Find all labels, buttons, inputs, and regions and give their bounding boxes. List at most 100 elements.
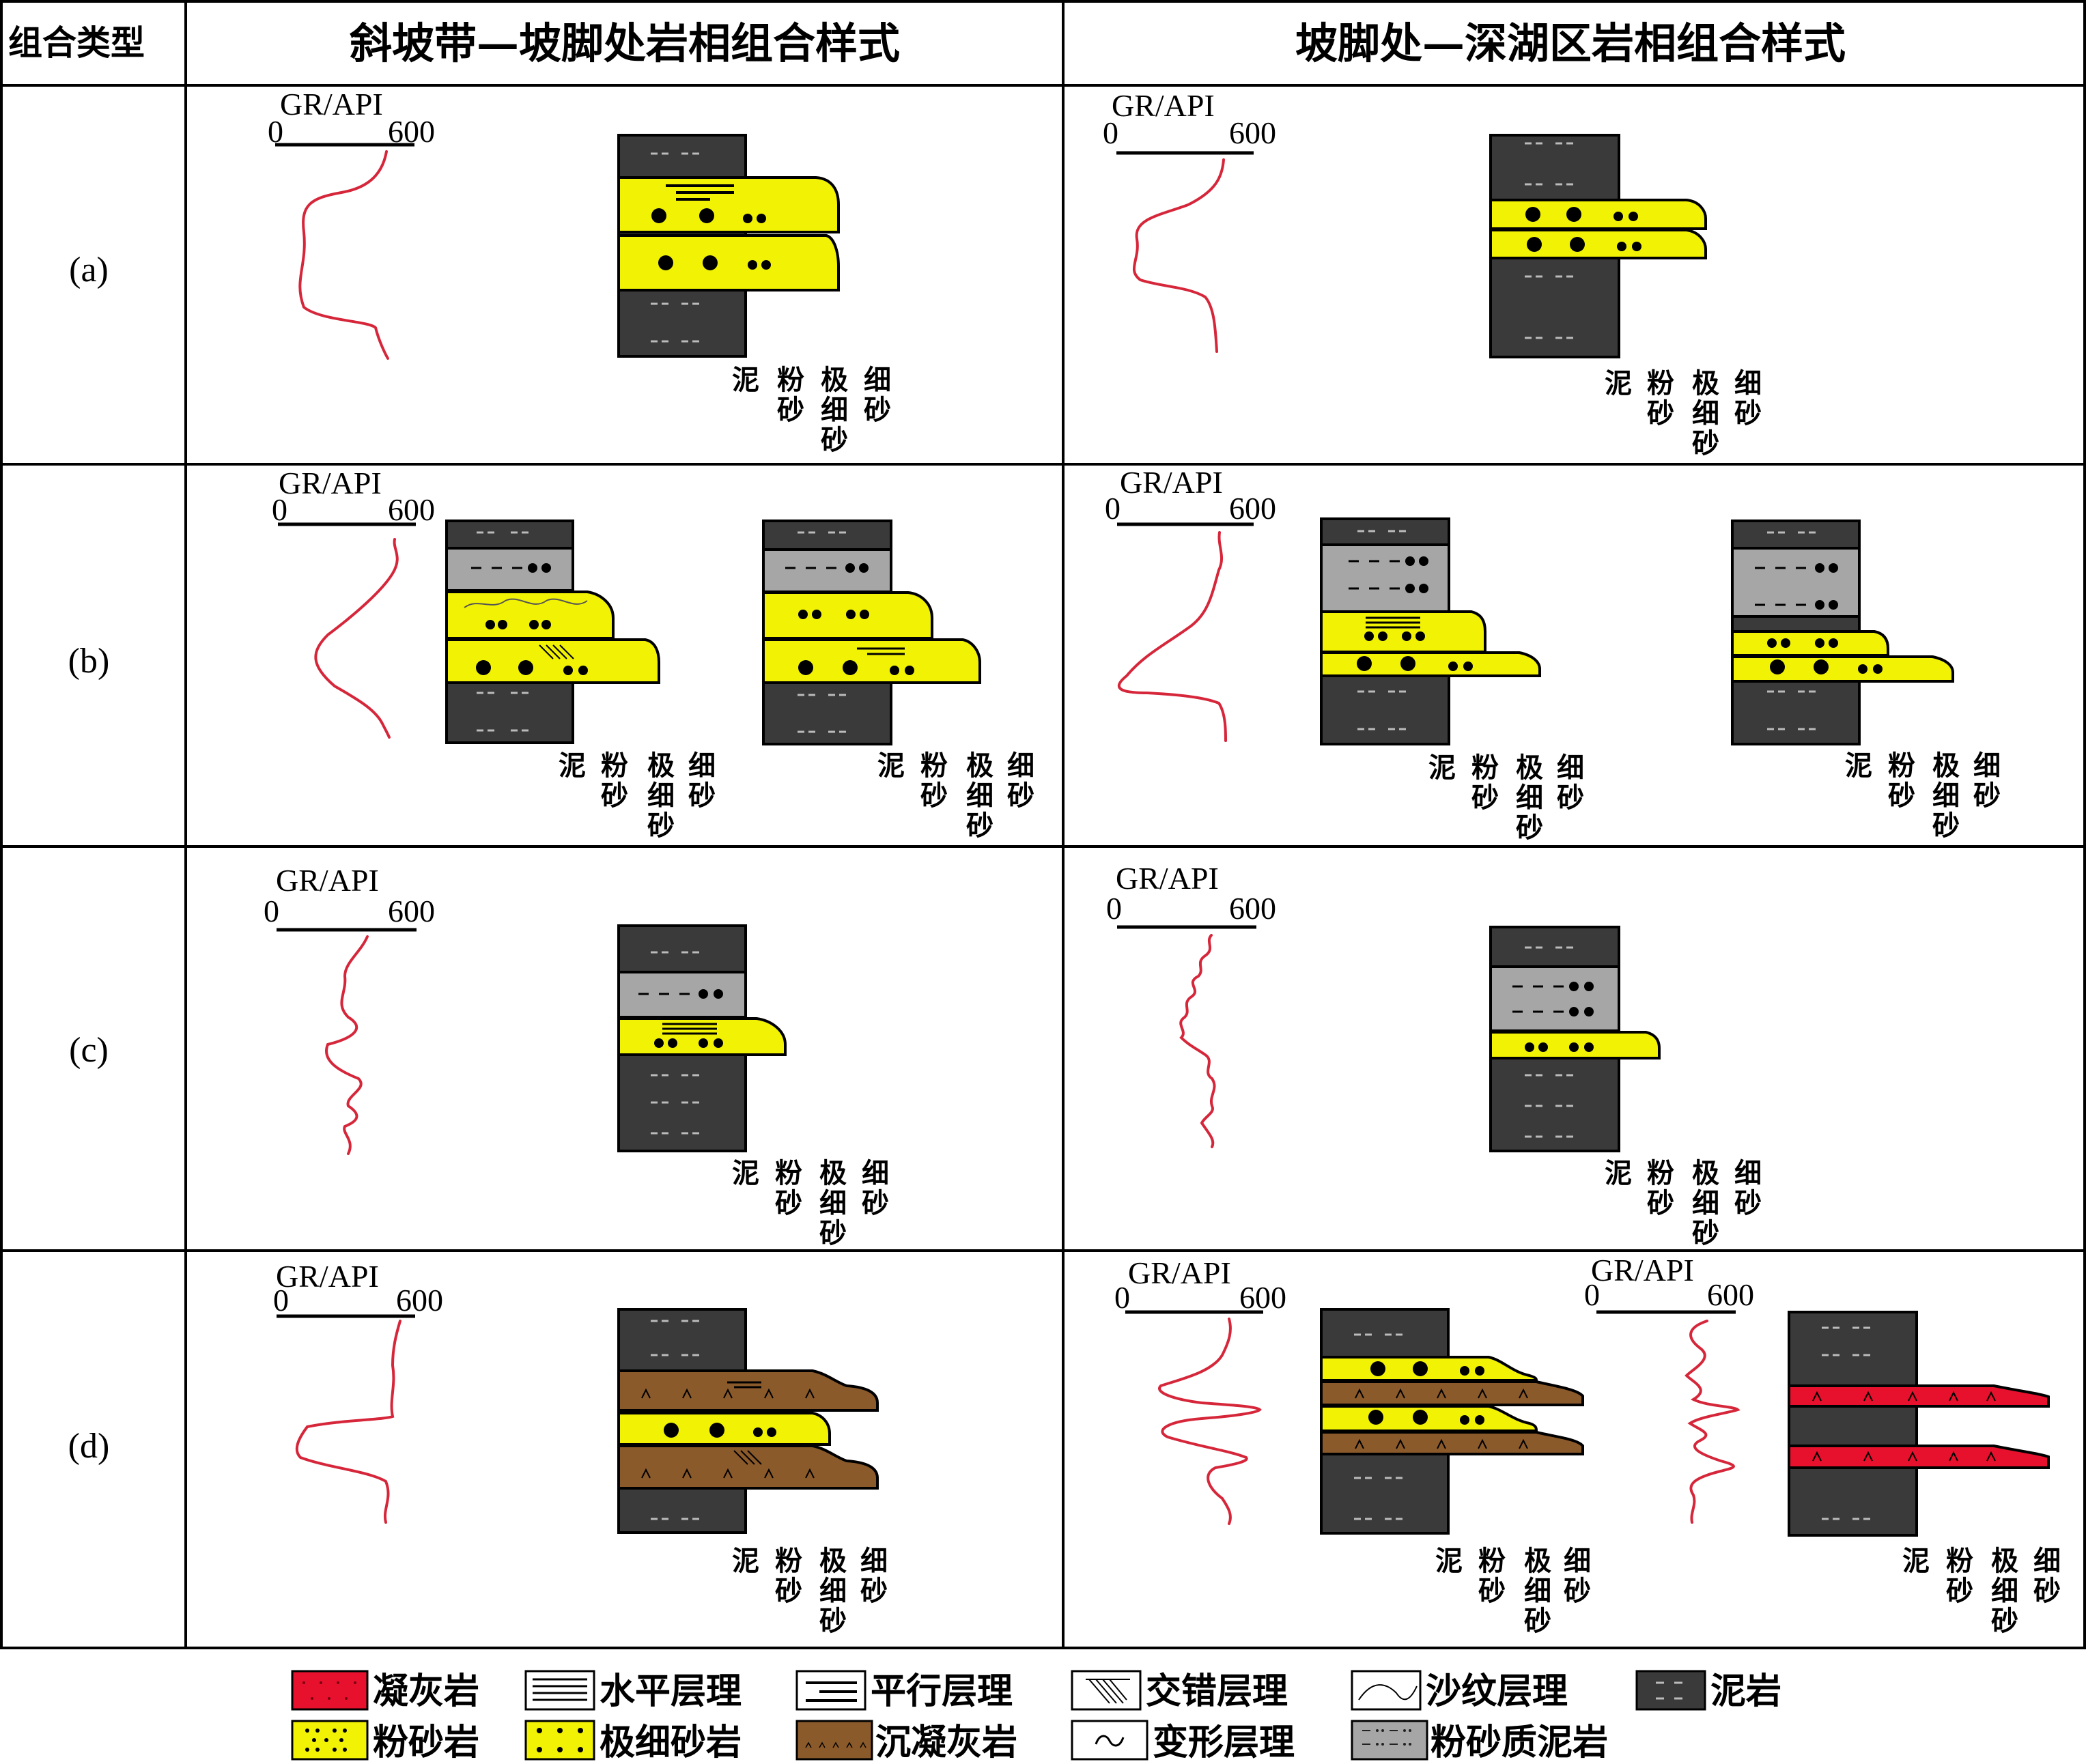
svg-text:砂: 砂: [647, 810, 675, 842]
svg-text:细: 细: [860, 1545, 888, 1577]
svg-text:砂: 砂: [688, 780, 716, 812]
gr-curve-a-left: [298, 150, 389, 360]
svg-text:平行层理: 平行层理: [871, 1670, 1013, 1712]
grain-scale-d-left: 泥 粉 砂 极 细 砂 细 砂: [732, 1545, 888, 1637]
svg-text:极: 极: [821, 364, 848, 396]
header-right: 坡脚处—深湖区岩相组合样式: [1295, 18, 1846, 68]
header-type: 组合类型: [8, 23, 145, 63]
svg-text:泥: 泥: [1435, 1545, 1463, 1577]
svg-text:细: 细: [864, 364, 891, 396]
svg-text:泥: 泥: [732, 364, 759, 396]
gr-header-b-left: GR/API 0 600: [272, 466, 435, 527]
svg-text:砂: 砂: [775, 1575, 802, 1607]
column-d-right-1: [1320, 1308, 1584, 1535]
svg-text:砂: 砂: [1564, 1575, 1591, 1607]
svg-text:极: 极: [1516, 752, 1543, 784]
svg-text:极: 极: [1932, 750, 1960, 782]
svg-text:粉: 粉: [775, 1157, 802, 1189]
legend-item-parallel-bedding: 平行层理: [795, 1670, 1013, 1712]
svg-text:砂: 砂: [1471, 782, 1499, 814]
grain-scale-b-left-2: 泥 粉 砂 极 细 砂 细 砂: [877, 750, 1034, 842]
svg-text:砂: 砂: [1647, 1187, 1674, 1219]
svg-text:泥: 泥: [732, 1545, 759, 1577]
svg-text:砂: 砂: [775, 1187, 802, 1219]
svg-text:GR/API: GR/API: [280, 87, 383, 122]
column-b-left-1: [445, 520, 660, 744]
svg-text:砂: 砂: [2033, 1575, 2061, 1607]
column-d-right-2: [1788, 1311, 2050, 1537]
grain-scale-a-right: 泥 粉 砂 极 细 砂 细 砂: [1605, 367, 1762, 459]
svg-text:GR/API: GR/API: [276, 863, 379, 898]
svg-text:粉: 粉: [1647, 1157, 1674, 1189]
svg-text:0: 0: [1114, 1280, 1130, 1315]
svg-text:粉: 粉: [1478, 1545, 1506, 1577]
svg-text:变形层理: 变形层理: [1153, 1722, 1295, 1763]
svg-text:极: 极: [1692, 1157, 1719, 1189]
gr-header-c-left: GR/API 0 600: [264, 863, 435, 932]
svg-text:GR/API: GR/API: [1128, 1255, 1231, 1290]
svg-text:砂: 砂: [819, 1605, 847, 1637]
svg-text:0: 0: [1106, 891, 1122, 926]
column-a-left: [617, 134, 840, 358]
svg-text:0: 0: [272, 492, 287, 527]
svg-text:细: 细: [1973, 750, 2001, 782]
svg-text:细: 细: [647, 780, 675, 812]
grain-scale-b-left-1: 泥 粉 砂 极 细 砂 细 砂: [559, 750, 716, 842]
svg-text:泥: 泥: [877, 750, 905, 782]
legend: 凝灰岩 水平层理 平行层理 交错层理 沙纹层理 泥岩 粉砂岩 极细砂岩: [291, 1670, 1781, 1763]
svg-text:沙纹层理: 沙纹层理: [1426, 1670, 1568, 1712]
svg-text:砂: 砂: [1973, 780, 2001, 812]
svg-text:细: 细: [2033, 1545, 2061, 1577]
svg-text:粉: 粉: [601, 750, 628, 782]
svg-text:砂: 砂: [1734, 1187, 1762, 1219]
column-c-right: [1489, 926, 1661, 1152]
gr-header-a-left: GR/API 0 600: [268, 87, 435, 149]
svg-text:粉: 粉: [1888, 750, 1915, 782]
legend-item-siltstone: 粉砂岩: [291, 1720, 479, 1763]
gr-curve-d-left: [295, 1320, 401, 1524]
svg-text:0: 0: [1103, 115, 1118, 150]
svg-text:砂: 砂: [601, 780, 628, 812]
svg-text:砂: 砂: [819, 1217, 847, 1249]
svg-text:粉: 粉: [1647, 367, 1674, 399]
svg-text:细: 细: [1932, 780, 1960, 812]
svg-text:600: 600: [396, 1283, 443, 1318]
grain-scale-c-left: 泥 粉 砂 极 细 砂 细 砂: [732, 1157, 889, 1249]
grain-scale-a-left: 泥 粉 砂 极 细 砂 细 砂: [732, 364, 891, 456]
legend-item-tuffite: 沉凝灰岩: [795, 1720, 1017, 1763]
gr-curve-c-left: [325, 935, 369, 1155]
svg-text:砂: 砂: [1692, 1217, 1719, 1249]
svg-text:细: 细: [1692, 397, 1719, 429]
svg-text:600: 600: [1229, 491, 1276, 526]
svg-text:泥: 泥: [559, 750, 586, 782]
svg-text:细: 细: [1557, 752, 1584, 784]
svg-text:砂: 砂: [862, 1187, 889, 1219]
svg-text:砂: 砂: [1888, 780, 1915, 812]
header-left: 斜坡带—坡脚处岩相组合样式: [350, 18, 900, 68]
svg-text:600: 600: [1229, 115, 1276, 150]
gr-curve-d-right1: [1158, 1318, 1262, 1525]
svg-text:细: 细: [1564, 1545, 1591, 1577]
column-d-left: [617, 1308, 879, 1534]
svg-text:砂: 砂: [860, 1575, 888, 1607]
svg-text:0: 0: [264, 894, 279, 928]
svg-text:细: 细: [819, 1575, 847, 1607]
column-c-left: [617, 924, 787, 1152]
svg-text:细: 细: [966, 780, 993, 812]
column-b-right-1: [1320, 517, 1541, 745]
svg-text:砂: 砂: [777, 394, 804, 426]
svg-text:细: 细: [1734, 367, 1762, 399]
svg-text:GR/API: GR/API: [1116, 861, 1219, 896]
legend-item-horizontal-bedding: 水平层理: [524, 1670, 742, 1712]
legend-item-cross-bedding: 交错层理: [1071, 1670, 1288, 1712]
svg-text:细: 细: [862, 1157, 889, 1189]
legend-item-deformation-bedding: 变形层理: [1071, 1720, 1295, 1763]
svg-text:砂: 砂: [1946, 1575, 1973, 1607]
svg-text:泥: 泥: [1428, 752, 1456, 784]
svg-text:极: 极: [1524, 1545, 1551, 1577]
svg-text:粉砂质泥岩: 粉砂质泥岩: [1430, 1722, 1608, 1763]
legend-item-silty-mudstone: 粉砂质泥岩: [1351, 1720, 1608, 1763]
svg-text:粉砂岩: 粉砂岩: [373, 1722, 479, 1763]
svg-text:GR/API: GR/API: [276, 1259, 379, 1294]
